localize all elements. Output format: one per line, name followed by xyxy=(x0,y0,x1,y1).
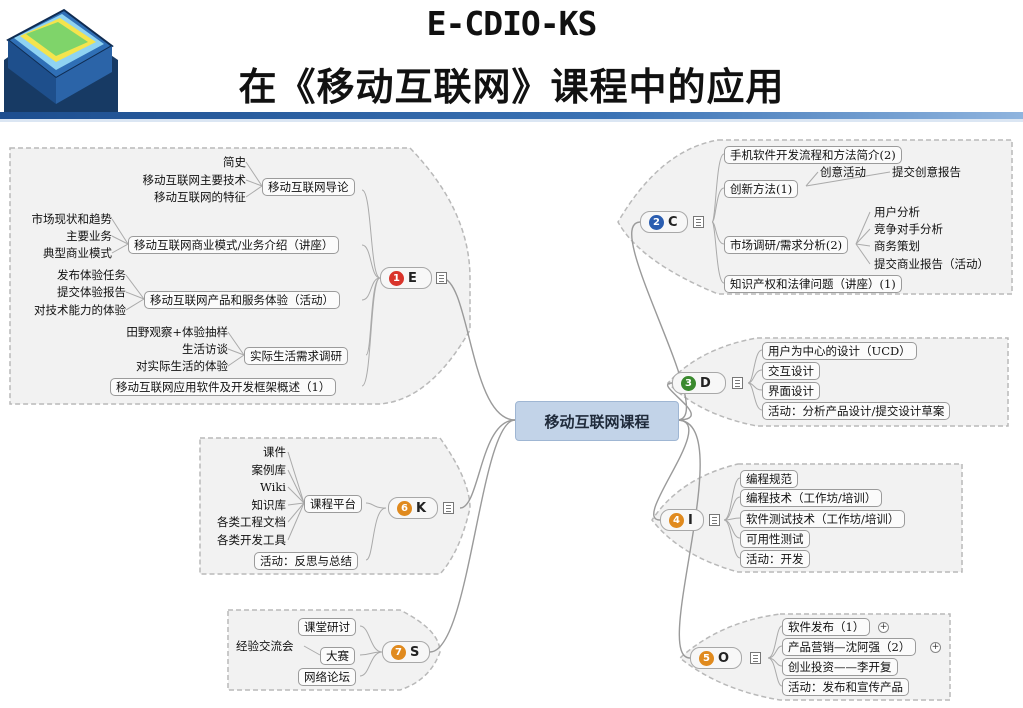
k-b1-item: 课件 xyxy=(263,445,286,459)
i-item[interactable]: 软件测试技术（工作坊/培训） xyxy=(740,510,906,528)
e-b1-item: 移动互联网主要技术 xyxy=(142,173,247,187)
title-underline-bar-light xyxy=(0,119,1023,122)
e-b2-item: 典型商业模式 xyxy=(43,246,112,260)
k-b1-item: 各类工程文档 xyxy=(217,515,286,529)
note-icon xyxy=(732,377,743,389)
number-badge: 4 xyxy=(669,512,684,528)
center-node[interactable]: 移动互联网课程 xyxy=(515,401,679,441)
c-b2-item: 提交创意报告 xyxy=(892,165,961,179)
node-k[interactable]: 6 K xyxy=(388,497,438,519)
c-b2-item: 创意活动 xyxy=(820,165,866,179)
e-b4-item: 田野观察+体验抽样 xyxy=(126,325,228,339)
number-badge: 2 xyxy=(649,214,664,230)
s-item-forum[interactable]: 网络论坛 xyxy=(298,668,356,686)
e-b1-item: 移动互联网的特征 xyxy=(154,190,246,204)
e-branch-overview[interactable]: 移动互联网应用软件及开发框架概述（1） xyxy=(110,378,337,396)
c-b3-item: 商务策划 xyxy=(874,239,920,253)
d-item[interactable]: 交互设计 xyxy=(762,362,820,380)
number-badge: 7 xyxy=(391,644,406,660)
d-item[interactable]: 用户为中心的设计（UCD） xyxy=(762,342,917,360)
number-badge: 5 xyxy=(699,650,714,666)
c-branch-market[interactable]: 市场调研/需求分析(2) xyxy=(724,236,849,254)
title-underline-bar xyxy=(0,112,1023,119)
o-item[interactable]: 产品营销—沈阿强（2） xyxy=(782,638,917,656)
number-badge: 6 xyxy=(397,500,412,516)
e-b4-item: 对实际生活的体验 xyxy=(136,359,228,373)
k-b1-item: Wiki xyxy=(260,480,286,494)
e-b2-item: 市场现状和趋势 xyxy=(31,212,113,226)
i-item[interactable]: 编程规范 xyxy=(740,470,798,488)
note-icon xyxy=(693,216,704,228)
number-badge: 3 xyxy=(681,375,696,391)
node-e[interactable]: 1 E xyxy=(380,267,432,289)
note-icon xyxy=(750,652,761,664)
k-b1-item: 知识库 xyxy=(251,498,287,512)
c-b3-item: 竞争对手分析 xyxy=(874,222,943,236)
c-branch-process[interactable]: 手机软件开发流程和方法简介(2) xyxy=(724,146,902,164)
node-letter: K xyxy=(416,500,427,516)
main-connectors xyxy=(429,221,701,659)
s-item-seminar[interactable]: 课堂研讨 xyxy=(298,618,356,636)
e-b2-item: 主要业务 xyxy=(66,229,112,243)
expand-plus-icon[interactable]: + xyxy=(878,622,889,633)
o-item[interactable]: 软件发布（1） xyxy=(782,618,871,636)
node-letter: I xyxy=(688,512,693,528)
e-branch-experience[interactable]: 移动互联网产品和服务体验（活动） xyxy=(144,291,340,309)
node-d[interactable]: 3 D xyxy=(672,372,726,394)
i-item[interactable]: 活动：开发 xyxy=(740,550,810,568)
c-b3-item: 提交商业报告（活动） xyxy=(874,257,989,271)
note-icon xyxy=(709,514,720,526)
k-b1-item: 案例库 xyxy=(251,463,287,477)
d-connectors xyxy=(747,349,763,411)
e-b1-item: 简史 xyxy=(223,155,246,169)
node-letter: O xyxy=(718,650,730,666)
node-letter: S xyxy=(410,644,420,660)
o-connectors xyxy=(767,625,783,687)
e-b3-item: 对技术能力的体验 xyxy=(34,303,126,317)
node-s[interactable]: 7 S xyxy=(382,641,430,663)
e-branch-business[interactable]: 移动互联网商业模式/业务介绍（讲座） xyxy=(128,236,340,254)
e-b3-item: 提交体验报告 xyxy=(57,285,126,299)
e-branch-research[interactable]: 实际生活需求调研 xyxy=(244,347,348,365)
expand-plus-icon[interactable]: + xyxy=(930,642,941,653)
node-letter: E xyxy=(408,270,417,286)
i-item[interactable]: 可用性测试 xyxy=(740,530,810,548)
number-badge: 1 xyxy=(389,270,404,286)
o-item[interactable]: 创业投资——李开复 xyxy=(782,658,898,676)
book-logo-icon xyxy=(4,8,118,112)
node-letter: C xyxy=(668,214,678,230)
c-connectors xyxy=(711,153,891,284)
d-item[interactable]: 界面设计 xyxy=(762,382,820,400)
node-letter: D xyxy=(700,375,711,391)
e-connectors xyxy=(111,161,381,387)
title-line-1: E-CDIO-KS xyxy=(426,4,598,43)
s-item-contest[interactable]: 大赛 xyxy=(320,647,355,665)
e-branch-intro[interactable]: 移动互联网导论 xyxy=(262,178,355,196)
e-b3-item: 发布体验任务 xyxy=(57,268,126,282)
note-icon xyxy=(436,272,447,284)
region-e xyxy=(9,147,471,405)
s-b2-label: 经验交流会 xyxy=(236,639,294,653)
k-branch-reflection[interactable]: 活动：反思与总结 xyxy=(254,552,358,570)
c-branch-innovation[interactable]: 创新方法(1) xyxy=(724,180,799,198)
s-connectors xyxy=(303,625,383,677)
node-o[interactable]: 5 O xyxy=(690,647,742,669)
node-i[interactable]: 4 I xyxy=(660,509,704,531)
k-connectors xyxy=(287,451,387,561)
c-b3-item: 用户分析 xyxy=(874,205,920,219)
k-branch-platform[interactable]: 课程平台 xyxy=(304,495,362,513)
title-line-2: 在《移动互联网》课程中的应用 xyxy=(238,65,785,109)
i-item[interactable]: 编程技术（工作坊/培训） xyxy=(740,489,883,507)
e-b4-item: 生活访谈 xyxy=(182,342,228,356)
i-connectors xyxy=(723,477,741,559)
d-item[interactable]: 活动：分析产品设计/提交设计草案 xyxy=(762,402,951,420)
node-c[interactable]: 2 C xyxy=(640,211,688,233)
o-item[interactable]: 活动：发布和宣传产品 xyxy=(782,678,909,696)
k-b1-item: 各类开发工具 xyxy=(217,533,286,547)
note-icon xyxy=(443,502,454,514)
c-branch-ip[interactable]: 知识产权和法律问题（讲座）(1) xyxy=(724,275,902,293)
